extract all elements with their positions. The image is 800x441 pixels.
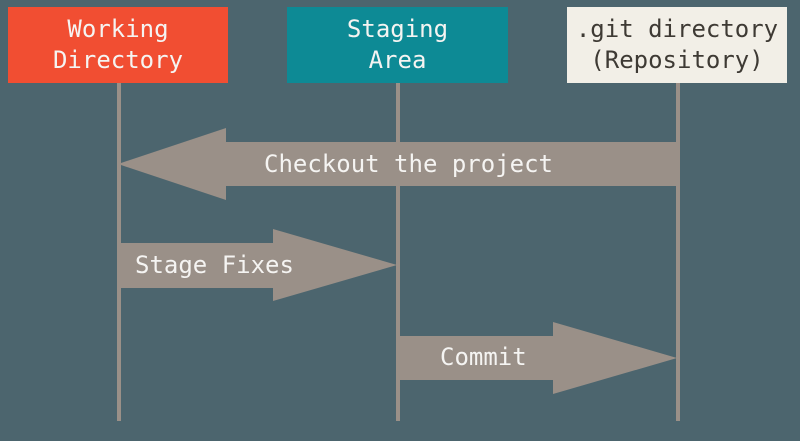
box-git-directory-line2: (Repository) [590,46,764,74]
staging-area-lifeline [396,83,400,421]
box-staging-area: Staging Area [287,7,508,83]
box-git-directory-line1: .git directory [575,15,779,43]
box-working-directory: Working Directory [8,7,228,83]
arrow-commit-label: Commit [440,343,527,371]
arrow-checkout-head-left-icon [118,128,226,200]
box-working-directory-line1: Working [67,15,169,43]
box-staging-area-line2: Area [368,46,427,74]
git-directory-lifeline [676,83,680,421]
arrow-stage-fixes-shaft [117,243,273,288]
arrow-checkout-shaft [226,142,677,186]
arrow-commit-head-right-icon [553,322,677,394]
arrow-commit-shaft [398,336,553,380]
box-staging-area-line1: Staging [346,15,449,43]
arrow-stage-fixes-label: Stage Fixes [135,251,294,279]
box-git-directory: .git directory (Repository) [567,7,787,83]
arrow-checkout-label: Checkout the project [264,150,553,178]
box-working-directory-line2: Directory [52,46,184,74]
arrow-stage-fixes-head-right-icon [273,229,397,301]
